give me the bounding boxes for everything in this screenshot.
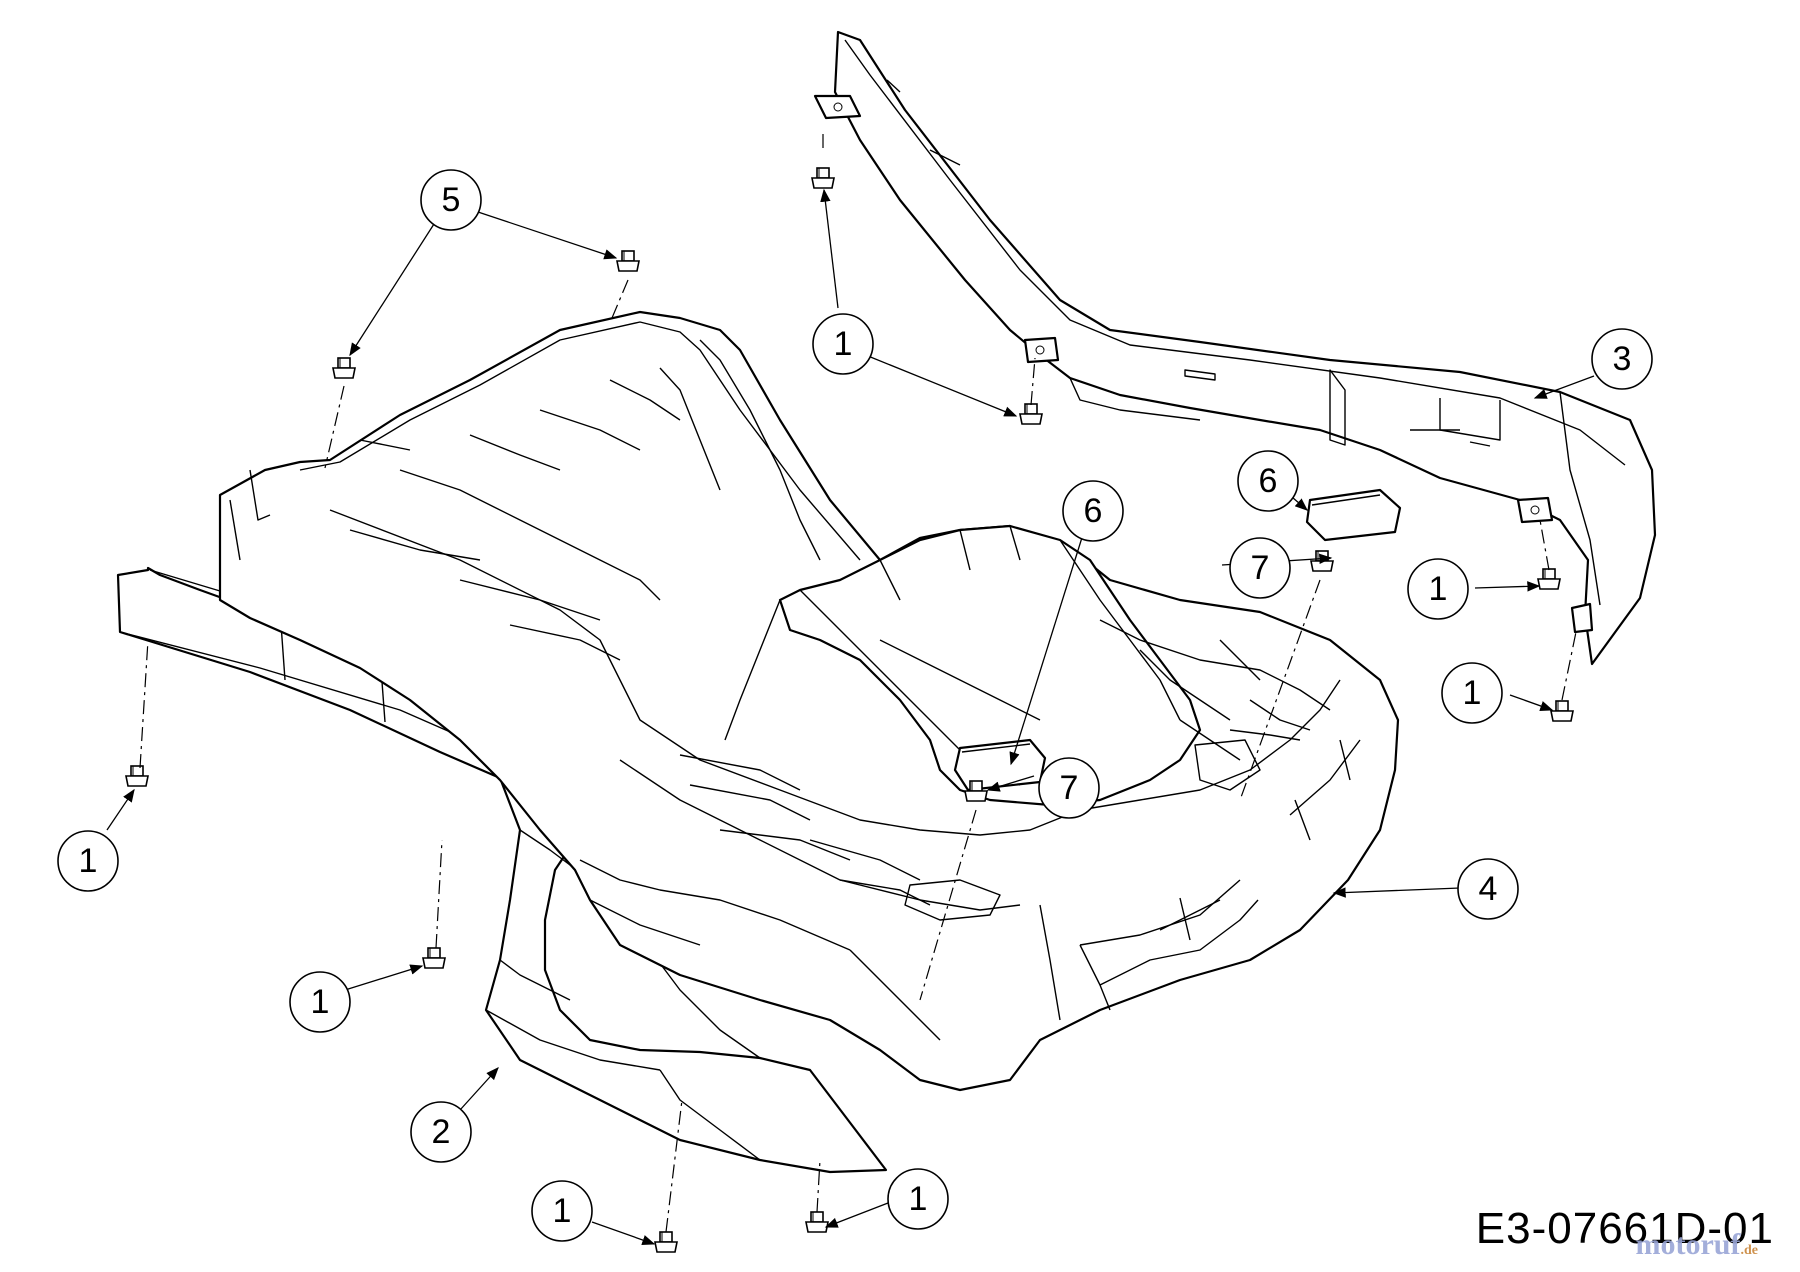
svg-text:1: 1 — [1429, 570, 1448, 608]
footrest-body-part-4 — [218, 310, 1400, 1092]
callout-7: 7 — [1038, 757, 1100, 819]
svg-text:1: 1 — [553, 1192, 572, 1230]
svg-text:2: 2 — [432, 1113, 451, 1151]
callout-4: 4 — [1457, 858, 1519, 920]
watermark-main: motoruf — [1635, 1228, 1741, 1261]
callout-1: 1 — [531, 1180, 593, 1242]
watermark-suffix: .de — [1740, 1243, 1759, 1258]
callout-3: 3 — [1591, 328, 1653, 390]
callout-1: 1 — [1441, 662, 1503, 724]
svg-text:6: 6 — [1084, 492, 1103, 530]
callout-6: 6 — [1237, 450, 1299, 512]
cover-cap-part-6 — [953, 488, 1402, 792]
svg-text:1: 1 — [1463, 674, 1482, 712]
svg-text:1: 1 — [79, 842, 98, 880]
svg-text:6: 6 — [1259, 462, 1278, 500]
svg-text:5: 5 — [442, 181, 461, 219]
svg-text:1: 1 — [311, 983, 330, 1021]
callout-1: 1 — [289, 971, 351, 1033]
svg-text:4: 4 — [1479, 870, 1498, 908]
svg-text:1: 1 — [834, 325, 853, 363]
rear-fender-part-3 — [813, 30, 1657, 666]
callout-7: 7 — [1229, 537, 1291, 599]
svg-text:7: 7 — [1060, 769, 1079, 807]
callout-1: 1 — [57, 830, 119, 892]
callout-1: 1 — [812, 313, 874, 375]
svg-text:7: 7 — [1251, 549, 1270, 587]
watermark-logo: motoruf.de — [1636, 1228, 1758, 1262]
callout-6: 6 — [1062, 480, 1124, 542]
assembly-lines — [139, 130, 1577, 1233]
diagram-code: E3-07661D-01 — [1475, 1204, 1774, 1253]
svg-text:1: 1 — [909, 1180, 928, 1218]
callout-1: 1 — [887, 1168, 949, 1230]
callout-5: 5 — [420, 169, 482, 231]
callout-2: 2 — [410, 1101, 472, 1163]
callout-1: 1 — [1407, 558, 1469, 620]
svg-text:3: 3 — [1613, 340, 1632, 378]
